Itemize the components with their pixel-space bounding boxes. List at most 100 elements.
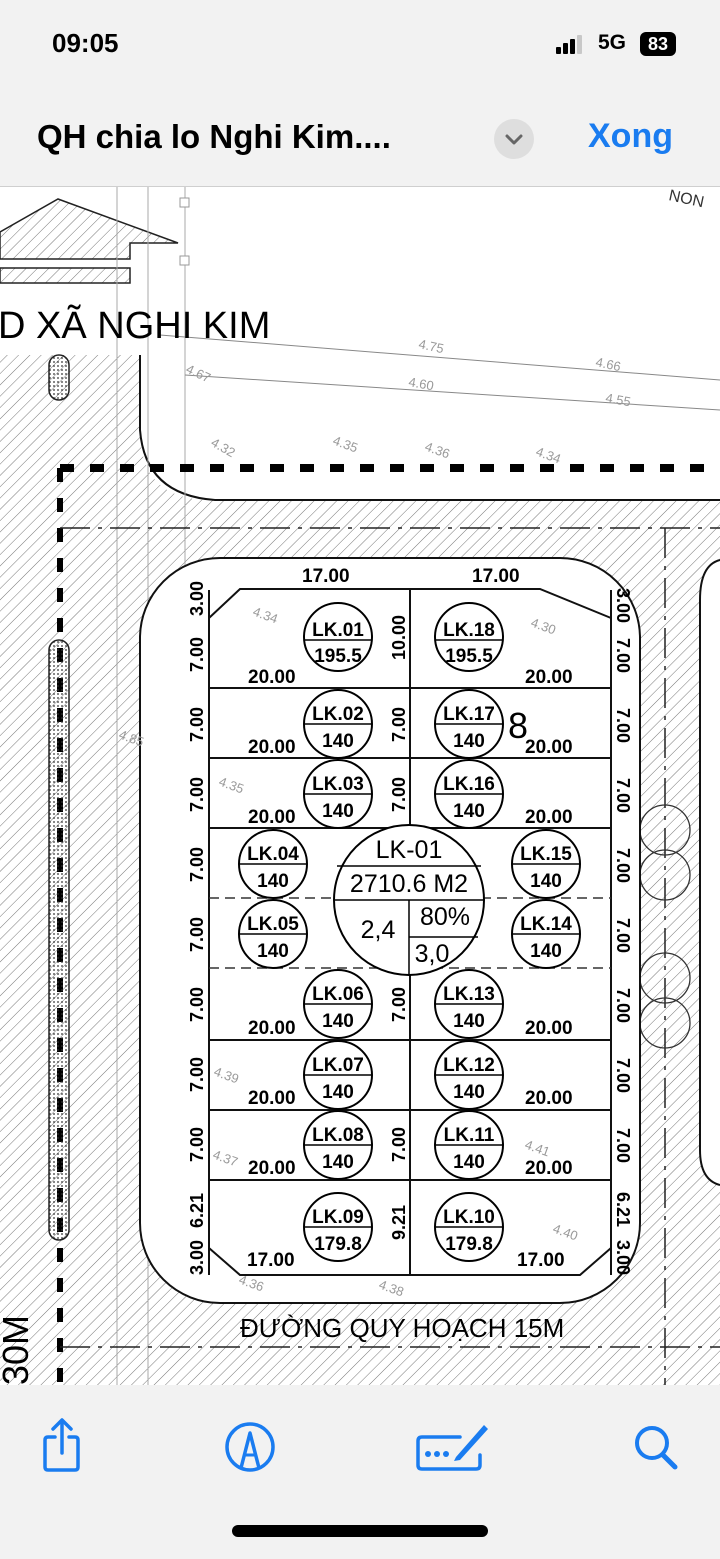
svg-text:LK.05: LK.05 bbox=[247, 914, 299, 935]
svg-text:LK.08: LK.08 bbox=[312, 1125, 364, 1146]
signal-icon bbox=[556, 35, 582, 54]
svg-text:140: 140 bbox=[530, 941, 562, 962]
svg-text:140: 140 bbox=[530, 871, 562, 892]
svg-text:195.5: 195.5 bbox=[445, 646, 493, 667]
svg-text:8: 8 bbox=[508, 705, 528, 746]
svg-text:179.8: 179.8 bbox=[314, 1234, 362, 1255]
svg-text:20.00: 20.00 bbox=[525, 807, 573, 828]
svg-text:7.00: 7.00 bbox=[389, 1127, 409, 1162]
lot-badge: LK.09 179.8 bbox=[303, 1192, 373, 1262]
svg-text:7.00: 7.00 bbox=[187, 917, 207, 952]
lot-badge: LK.05 140 bbox=[238, 899, 308, 969]
svg-text:7.00: 7.00 bbox=[613, 988, 633, 1023]
svg-text:20.00: 20.00 bbox=[248, 1158, 296, 1179]
svg-text:3.00: 3.00 bbox=[187, 581, 207, 616]
svg-text:LK-01: LK-01 bbox=[376, 836, 443, 864]
svg-text:LK.14: LK.14 bbox=[520, 914, 572, 935]
svg-text:195.5: 195.5 bbox=[314, 646, 362, 667]
clock: 09:05 bbox=[52, 28, 119, 58]
svg-text:LK.15: LK.15 bbox=[520, 844, 572, 865]
svg-text:17.00: 17.00 bbox=[517, 1250, 565, 1271]
share-button[interactable] bbox=[33, 1415, 93, 1475]
svg-text:140: 140 bbox=[257, 871, 289, 892]
svg-text:2710.6 M2: 2710.6 M2 bbox=[350, 870, 468, 898]
signature-button[interactable] bbox=[416, 1415, 496, 1475]
lot-badge: LK.02 140 bbox=[303, 689, 373, 759]
svg-text:140: 140 bbox=[257, 941, 289, 962]
document-title[interactable]: QH chia lo Nghi Kim.... bbox=[37, 118, 391, 155]
svg-text:4.66: 4.66 bbox=[594, 354, 622, 374]
svg-text:LK.13: LK.13 bbox=[443, 984, 495, 1005]
svg-text:179.8: 179.8 bbox=[445, 1234, 493, 1255]
svg-text:17.00: 17.00 bbox=[247, 1250, 295, 1271]
svg-text:140: 140 bbox=[453, 801, 485, 822]
svg-text:LK.16: LK.16 bbox=[443, 774, 495, 795]
area-label: D XÃ NGHI KIM bbox=[0, 304, 270, 347]
bottom-toolbar bbox=[0, 1385, 720, 1559]
svg-text:140: 140 bbox=[453, 1082, 485, 1103]
svg-text:20.00: 20.00 bbox=[248, 1088, 296, 1109]
svg-text:7.00: 7.00 bbox=[389, 987, 409, 1022]
svg-text:30M: 30M bbox=[0, 1315, 36, 1385]
svg-text:LK.01: LK.01 bbox=[312, 620, 364, 641]
title-menu-button[interactable] bbox=[494, 119, 534, 159]
chevron-down-icon bbox=[505, 134, 523, 145]
svg-text:3,0: 3,0 bbox=[415, 940, 450, 968]
svg-text:140: 140 bbox=[322, 731, 354, 752]
document-viewer[interactable]: D XÃ NGHI KIM NON bbox=[0, 187, 720, 1385]
svg-text:17.00: 17.00 bbox=[472, 566, 520, 587]
svg-text:LK.18: LK.18 bbox=[443, 620, 495, 641]
markup-button[interactable] bbox=[220, 1415, 280, 1475]
lot-badge: LK.01 195.5 bbox=[303, 602, 373, 672]
site-plan-drawing: D XÃ NGHI KIM NON bbox=[0, 187, 720, 1385]
svg-text:20.00: 20.00 bbox=[525, 737, 573, 758]
svg-text:7.00: 7.00 bbox=[187, 847, 207, 882]
svg-text:17.00: 17.00 bbox=[302, 566, 350, 587]
svg-text:7.00: 7.00 bbox=[613, 708, 633, 743]
svg-text:7.00: 7.00 bbox=[187, 637, 207, 672]
svg-text:7.00: 7.00 bbox=[613, 638, 633, 673]
svg-text:4.55: 4.55 bbox=[604, 390, 632, 409]
svg-text:7.00: 7.00 bbox=[389, 707, 409, 742]
search-button[interactable] bbox=[627, 1415, 687, 1475]
svg-text:140: 140 bbox=[453, 1152, 485, 1173]
svg-text:20.00: 20.00 bbox=[248, 807, 296, 828]
block-summary: LK-01 2710.6 M2 2,4 80% 3,0 bbox=[333, 824, 485, 976]
home-indicator bbox=[232, 1525, 488, 1537]
svg-text:LK.02: LK.02 bbox=[312, 704, 364, 725]
svg-text:3.00: 3.00 bbox=[187, 1240, 207, 1275]
done-button[interactable]: Xong bbox=[588, 117, 673, 155]
network-type: 5G bbox=[598, 31, 627, 54]
svg-text:9.21: 9.21 bbox=[389, 1205, 409, 1240]
svg-text:80%: 80% bbox=[420, 903, 470, 931]
svg-text:4.60: 4.60 bbox=[407, 374, 435, 393]
svg-text:20.00: 20.00 bbox=[525, 1158, 573, 1179]
svg-text:6.21: 6.21 bbox=[613, 1192, 633, 1227]
svg-text:7.00: 7.00 bbox=[613, 1058, 633, 1093]
svg-text:7.00: 7.00 bbox=[187, 707, 207, 742]
svg-text:7.00: 7.00 bbox=[187, 777, 207, 812]
road-label: ĐƯỜNG QUY HOẠCH 15M bbox=[240, 1313, 564, 1343]
svg-text:7.00: 7.00 bbox=[613, 918, 633, 953]
svg-text:7.00: 7.00 bbox=[613, 1128, 633, 1163]
lot-badge: LK.12 140 bbox=[434, 1040, 504, 1110]
svg-text:7.00: 7.00 bbox=[613, 848, 633, 883]
svg-text:LK.09: LK.09 bbox=[312, 1207, 364, 1228]
svg-text:LK.07: LK.07 bbox=[312, 1055, 364, 1076]
svg-text:20.00: 20.00 bbox=[248, 737, 296, 758]
svg-text:20.00: 20.00 bbox=[525, 1018, 573, 1039]
svg-text:140: 140 bbox=[322, 1011, 354, 1032]
nav-bar: QH chia lo Nghi Kim.... Xong bbox=[0, 90, 720, 187]
svg-text:140: 140 bbox=[322, 1152, 354, 1173]
svg-text:LK.12: LK.12 bbox=[443, 1055, 495, 1076]
svg-text:2,4: 2,4 bbox=[361, 916, 396, 944]
lot-badge: LK.15 140 bbox=[511, 829, 581, 899]
svg-text:6.21: 6.21 bbox=[187, 1193, 207, 1228]
